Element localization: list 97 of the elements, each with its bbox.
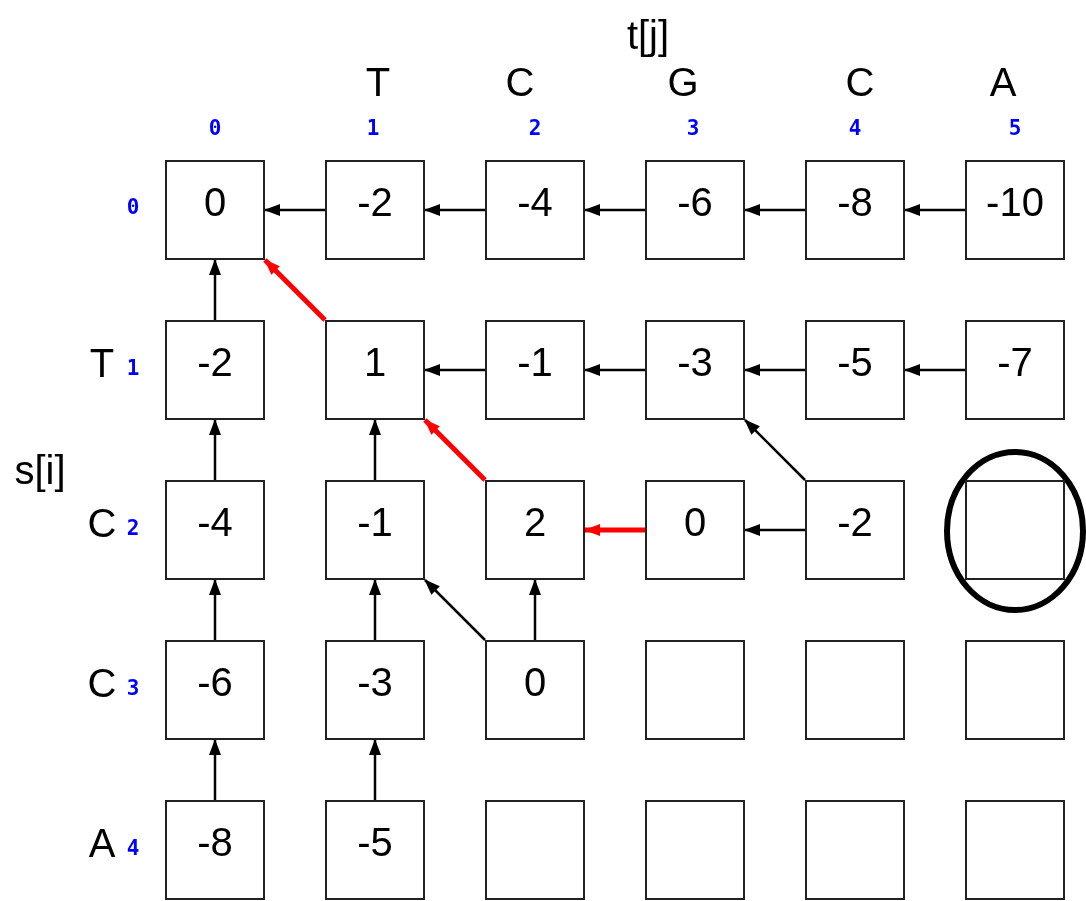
sequence-letter: A — [989, 59, 1017, 105]
arrow — [744, 419, 806, 481]
matrix-cell — [805, 640, 905, 740]
cell-value: 2 — [523, 502, 547, 542]
matrix-cell — [485, 800, 585, 900]
matrix-cell — [965, 320, 1065, 420]
arrow — [904, 204, 965, 216]
matrix-cell — [805, 320, 905, 420]
sequence-letter: T — [365, 59, 391, 105]
matrix-cell — [965, 480, 1065, 580]
index-number: 4 — [126, 836, 140, 860]
arrow — [584, 524, 645, 536]
matrix-cell — [645, 160, 745, 260]
arrow — [424, 579, 486, 641]
sequence-letter: G — [667, 59, 699, 105]
matrix-cell — [965, 800, 1065, 900]
arrow — [744, 524, 805, 536]
arrow — [209, 739, 221, 800]
matrix-cell — [325, 480, 425, 580]
cell-value: -2 — [837, 502, 873, 542]
matrix-cell — [645, 640, 745, 740]
matrix-cell — [805, 800, 905, 900]
matrix-cell — [485, 160, 585, 260]
axis-label: t[j] — [626, 12, 670, 58]
cell-value: -7 — [997, 342, 1033, 382]
cell-value: -6 — [677, 182, 713, 222]
cell-value: -4 — [197, 502, 233, 542]
arrow — [529, 579, 541, 640]
arrow — [369, 739, 381, 800]
index-number: 3 — [126, 676, 140, 700]
sequence-letter: T — [89, 340, 115, 386]
cell-value: -3 — [357, 662, 393, 702]
cell-value: -8 — [197, 822, 233, 862]
index-number: 1 — [366, 116, 380, 140]
arrow — [424, 364, 485, 376]
matrix-cell — [485, 640, 585, 740]
matrix-cell — [325, 160, 425, 260]
arrow — [423, 418, 487, 482]
index-number: 0 — [126, 195, 140, 219]
matrix-cell — [325, 640, 425, 740]
cell-value: 1 — [363, 342, 387, 382]
arrow — [369, 579, 381, 640]
cell-value: -5 — [837, 342, 873, 382]
matrix-cell — [165, 160, 265, 260]
cell-value: 0 — [203, 182, 227, 222]
index-number: 2 — [126, 516, 140, 540]
cell-value: 0 — [523, 662, 547, 702]
cell-value: -6 — [197, 662, 233, 702]
arrow — [744, 204, 805, 216]
matrix-cell — [965, 640, 1065, 740]
matrix-cell — [485, 480, 585, 580]
arrow — [584, 204, 645, 216]
arrow — [263, 258, 327, 322]
sequence-letter: C — [845, 59, 875, 105]
arrow — [744, 364, 805, 376]
sequence-letter: C — [87, 500, 117, 546]
matrix-cell — [645, 800, 745, 900]
matrix-cell — [805, 160, 905, 260]
matrix-cell — [165, 320, 265, 420]
cell-value: 0 — [683, 502, 707, 542]
arrow — [424, 204, 485, 216]
arrow — [584, 364, 645, 376]
arrow — [209, 579, 221, 640]
matrix-cell — [645, 320, 745, 420]
cell-value: -10 — [986, 182, 1044, 222]
axis-label: s[i] — [14, 447, 66, 493]
arrow — [264, 204, 325, 216]
matrix-cell — [165, 800, 265, 900]
index-number: 3 — [686, 116, 700, 140]
matrix-cell — [645, 480, 745, 580]
index-number: 1 — [126, 356, 140, 380]
cell-value: -1 — [517, 342, 553, 382]
cell-value: -2 — [357, 182, 393, 222]
sequence-letter: A — [88, 820, 116, 866]
arrow — [209, 259, 221, 320]
matrix-cell — [165, 640, 265, 740]
index-number: 5 — [1008, 116, 1022, 140]
cell-value: -3 — [677, 342, 713, 382]
matrix-cell — [485, 320, 585, 420]
cell-value: -8 — [837, 182, 873, 222]
cell-value: -1 — [357, 502, 393, 542]
matrix-cell — [805, 480, 905, 580]
sequence-letter: C — [87, 660, 117, 706]
arrow — [209, 419, 221, 480]
matrix-cell — [165, 480, 265, 580]
matrix-cell — [325, 800, 425, 900]
matrix-cell — [325, 320, 425, 420]
cell-value: -4 — [517, 182, 553, 222]
sequence-letter: C — [505, 59, 535, 105]
cell-value: -5 — [357, 822, 393, 862]
index-number: 2 — [528, 116, 542, 140]
index-number: 4 — [848, 116, 862, 140]
index-number: 0 — [208, 116, 222, 140]
arrow — [369, 419, 381, 480]
cell-value: -2 — [197, 342, 233, 382]
arrow — [904, 364, 965, 376]
matrix-cell — [965, 160, 1065, 260]
